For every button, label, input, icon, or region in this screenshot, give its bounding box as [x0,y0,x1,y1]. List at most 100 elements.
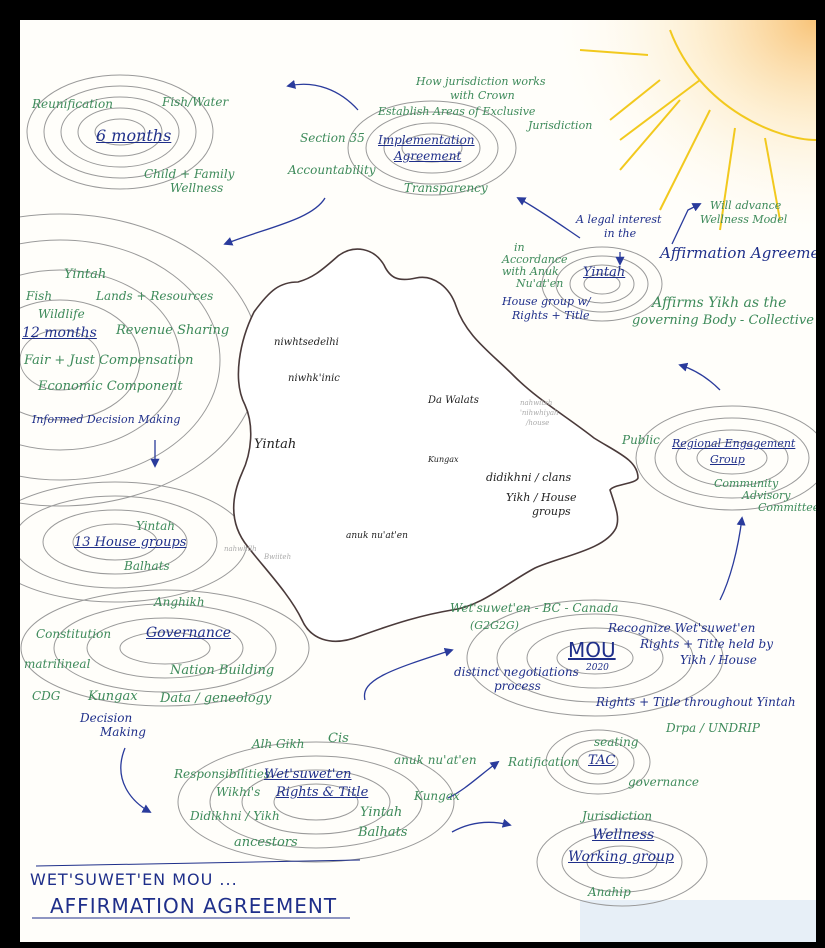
ring-tac [545,729,651,795]
arrow-decision-down [120,747,152,813]
map-faint-right-3: /house [526,419,550,427]
label-public: Public [622,433,660,447]
label-will-advance-2: Wellness Model [700,213,788,226]
label-cis: Cis [328,731,349,746]
label-wildlife: Wildlife [38,307,85,321]
label-recognize-2: Rights + Title held by [640,637,773,651]
label-informed-decision: Informed Decision Making [32,413,181,426]
ring-implementation [347,100,517,196]
label-wbc-2: (G2G2G) [470,619,519,632]
arrow-yintah-to-impl [516,197,581,239]
map-label-niwhtsedelhi: niwhtsedelhi [274,337,339,348]
hub-implementation-line2: Agreement [394,149,462,163]
label-responsibilities: Responsibilities [174,767,271,781]
label-legal-interest-2: in the [604,227,637,240]
hub-rights-line1: Wet'suwet'en [264,767,352,782]
map-label-yikh: Yikh / House [506,491,577,504]
label-community: Community [714,477,779,490]
footer-line2: AFFIRMATION AGREEMENT [50,894,338,918]
label-legal-interest: A legal interest [576,213,662,226]
hub-regional-line2: Group [710,453,745,466]
label-matrilineal: matrilineal [24,657,91,671]
arrow-mou-to-regional [719,516,746,601]
arrow-rights-to-wellness [451,818,512,833]
label-wbc: Wet'suwet'en - BC - Canada [450,601,619,615]
connector-arrows [120,79,746,833]
label-transparency: Transparency [404,181,488,195]
arrow-affirm-to-wellness-model [671,203,702,245]
map-faint-left: nahwhilh [224,545,257,553]
label-yintah-13: Yintah [136,519,175,533]
graphic-recording-sheet: Reunification Fish/Water 6 months Child … [20,20,816,942]
footer-line1: WET'SUWET'EN MOU ... [30,870,238,889]
label-child-family: Child + Family [144,167,235,181]
hub-wellness-line1: Wellness [592,827,655,843]
arrow-impl-to-twelve [223,197,326,246]
arrow-regional-to-affirm [678,362,721,391]
ring-yintah [541,246,663,322]
hub-governance: Governance [146,625,232,641]
label-kungax-gov: Kungax [88,689,138,704]
hub-yintah: Yintah [583,265,626,280]
label-community-2: Advisory [742,489,791,502]
hub-six-months: 6 months [96,126,172,145]
label-kungax-rt: Kungax [414,789,460,803]
label-accountability: Accountability [288,163,376,177]
label-ratification: Ratification [508,755,579,769]
ring-governance [20,589,310,707]
hub-underlines [32,859,361,919]
spiral-rings [20,74,816,907]
hub-twelve-months: 12 months [22,325,97,341]
label-recognize-3: Yikh / House [680,653,757,667]
hub-mou: MOU [568,638,616,662]
label-lands-resources: Lands + Resources [96,289,214,303]
label-economic-component: Economic Component [38,379,183,394]
label-seating: seating [594,735,639,749]
label-fish-water: Fish/Water [162,95,229,109]
ring-rights [177,741,455,863]
label-yintah-rt: Yintah [360,805,403,820]
hub-wellness-line2: Working group [568,849,675,865]
label-will-advance: Will advance [710,199,782,212]
map-label-didikhni: didikhni / clans [486,471,572,484]
arrow-cis-to-mou [363,647,454,701]
territory-map-outline [232,248,639,642]
label-fish: Fish [26,289,53,303]
label-community-3: Committee [758,501,816,514]
label-nation-building: Nation Building [170,663,275,678]
label-drpa: Drpa / UNDRIP [666,721,760,735]
label-tac-governance: governance [628,775,699,789]
label-alhgikh: Alh Gikh [252,737,305,751]
hub-tac: TAC [588,753,616,768]
hub-rights-line2: Rights & Title [276,785,369,800]
label-child-family-2: Wellness [170,181,224,195]
sun-glow [540,20,816,250]
label-balhats-rt: Balhats [358,825,408,840]
label-wikhi: Wikhi's [216,785,261,799]
label-establish-exclusive: Establish Areas of Exclusive [378,105,536,118]
label-distinct-2: process [494,679,541,693]
label-decision: Decision [80,711,133,725]
label-decision-2: Making [100,725,146,739]
label-house-group-rights: House group w/ [502,295,591,308]
hub-regional-line1: Regional Engagement [672,437,796,450]
label-anahip: Anahip [588,885,631,899]
map-label-dawalats: Da Walats [428,395,479,406]
label-in-accordance-2: Accordance [502,253,568,266]
label-anuk-rt: anuk nu'at'en [394,753,477,767]
map-label-anuk: anuk nu'at'en [346,531,408,541]
label-mou-year: 2020 [586,663,609,673]
label-section35: Section 35 [300,131,365,145]
label-rights-throughout: Rights + Title throughout Yintah [596,695,796,709]
label-in-accordance-4: Nu'at'en [516,277,564,290]
hub-implementation-line1: Implementation [378,133,475,147]
label-constitution: Constitution [36,627,112,641]
ring-mou [466,599,724,717]
map-label-yintah: Yintah [254,437,297,452]
label-didikhni-yikh: Didikhni / Yikh [190,809,280,823]
label-affirms-yikh-2: governing Body - Collective [632,313,814,328]
label-data-geneology: Data / geneology [160,691,272,706]
sky-wash [580,900,816,942]
ring-wellness [536,817,708,907]
